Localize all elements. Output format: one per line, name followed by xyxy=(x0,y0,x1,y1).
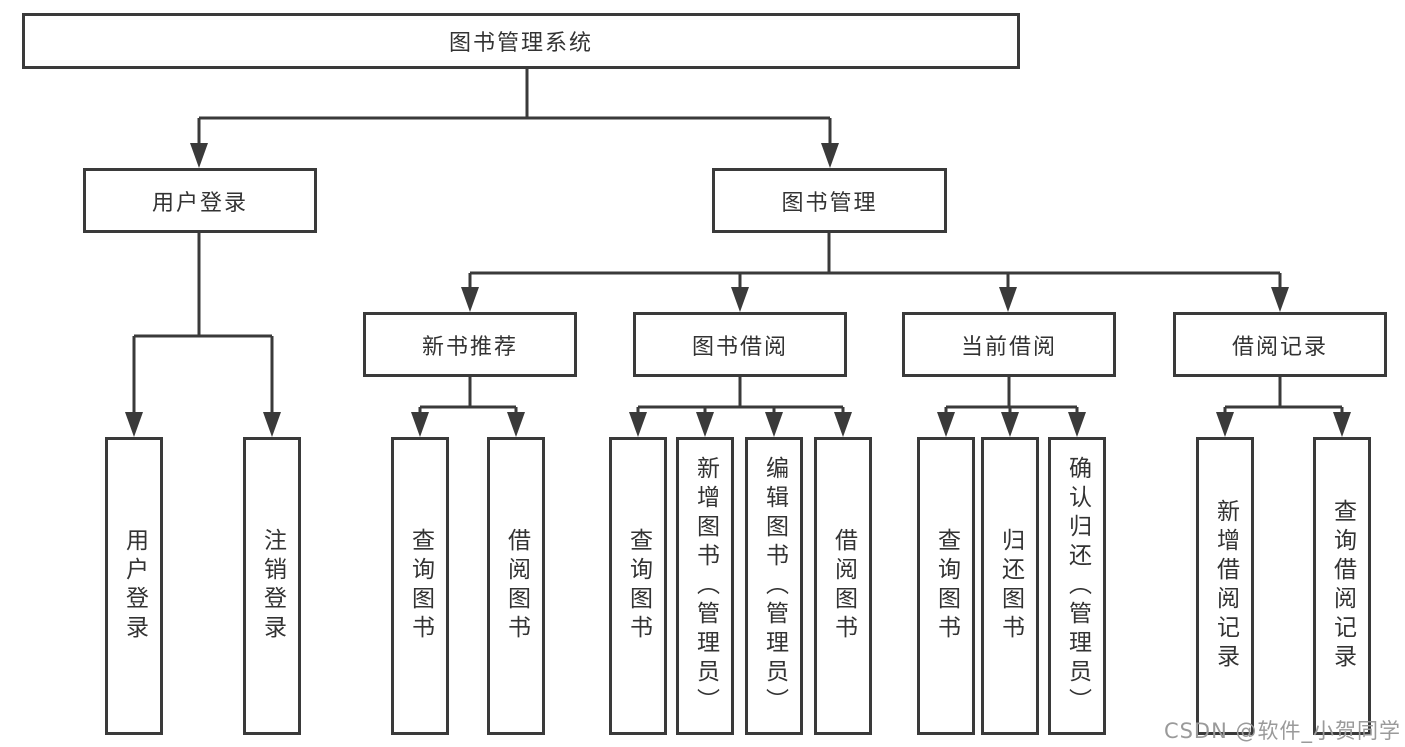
node-label: 当前借阅 xyxy=(960,334,1057,360)
csdn-watermark: CSDN @软件_小贺同学 xyxy=(1163,719,1401,743)
arrowhead-icon xyxy=(411,412,429,437)
leaf-records-query-record: 查询借阅记录 xyxy=(1313,437,1371,735)
arrowhead-icon xyxy=(821,143,839,168)
arrowhead-icon xyxy=(937,412,955,437)
leaf-borrow-query-books: 查询图书 xyxy=(609,437,667,735)
leaf-recommend-borrow-books: 借阅图书 xyxy=(487,437,545,735)
arrowhead-icon xyxy=(1333,412,1351,437)
node-borrow-records: 借阅记录 xyxy=(1173,312,1387,377)
arrowhead-icon xyxy=(629,412,647,437)
leaf-recommend-query-books: 查询图书 xyxy=(391,437,449,735)
arrowhead-icon xyxy=(1271,287,1289,312)
leaf-user-login: 用户登录 xyxy=(105,437,163,735)
node-new-book-recommend: 新书推荐 xyxy=(363,312,577,377)
arrowhead-icon xyxy=(1001,412,1019,437)
node-label: 图书管理系统 xyxy=(448,31,593,56)
arrowhead-icon xyxy=(190,143,208,168)
node-book-borrow: 图书借阅 xyxy=(633,312,847,377)
arrowhead-icon xyxy=(263,412,281,437)
leaf-records-add-record: 新增借阅记录 xyxy=(1196,437,1254,735)
arrowhead-icon xyxy=(731,287,749,312)
leaf-current-query-books: 查询图书 xyxy=(917,437,975,735)
arrowhead-icon xyxy=(1216,412,1234,437)
arrowhead-icon xyxy=(765,412,783,437)
leaf-borrow-add-books-admin: 新增图书（管理员） xyxy=(676,437,734,735)
arrowhead-icon xyxy=(834,412,852,437)
node-label: 新书推荐 xyxy=(421,334,518,360)
arrowhead-icon xyxy=(461,287,479,312)
leaf-borrow-borrow-books: 借阅图书 xyxy=(814,437,872,735)
node-label: 图书借阅 xyxy=(691,334,788,360)
leaf-logout: 注销登录 xyxy=(243,437,301,735)
node-label: 用户登录 xyxy=(151,190,248,216)
node-label: 图书管理 xyxy=(781,190,878,216)
arrowhead-icon xyxy=(999,287,1017,312)
leaf-current-confirm-return-admin: 确认归还（管理员） xyxy=(1048,437,1106,735)
arrowhead-icon xyxy=(696,412,714,437)
node-user-login: 用户登录 xyxy=(83,168,317,233)
node-book-management: 图书管理 xyxy=(712,168,947,233)
leaf-borrow-edit-books-admin: 编辑图书（管理员） xyxy=(745,437,803,735)
arrowhead-icon xyxy=(125,412,143,437)
node-root-system: 图书管理系统 xyxy=(22,13,1020,69)
arrowhead-icon xyxy=(507,412,525,437)
node-label: 借阅记录 xyxy=(1231,334,1328,360)
arrowhead-icon xyxy=(1068,412,1086,437)
leaf-current-return-books: 归还图书 xyxy=(981,437,1039,735)
node-current-borrow: 当前借阅 xyxy=(902,312,1116,377)
